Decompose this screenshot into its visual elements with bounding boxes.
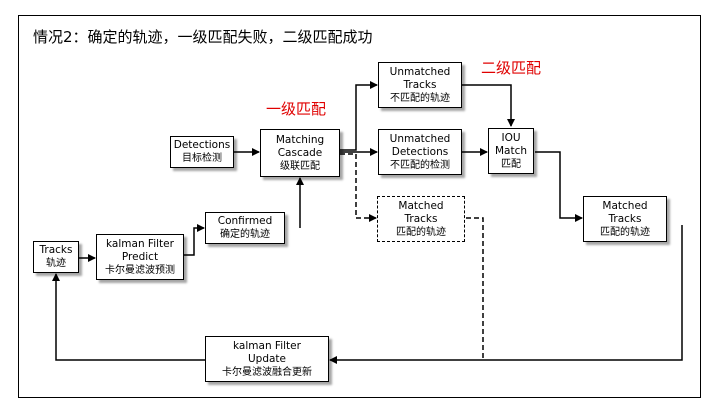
arrow-update-to-tracks bbox=[52, 273, 205, 361]
iou-label-zh: 匹配 bbox=[501, 158, 521, 170]
tracks-box: Tracks 轨迹 bbox=[33, 241, 79, 273]
update-label-zh: 卡尔曼滤波融合更新 bbox=[222, 366, 312, 378]
kalman-predict-box: kalman Filter Predict 卡尔曼滤波预测 bbox=[96, 234, 184, 280]
matched-tracks-label-zh: 匹配的轨迹 bbox=[600, 226, 650, 238]
matching-cascade-box: Matching Cascade 级联匹配 bbox=[260, 129, 340, 177]
second-match-label: 二级匹配 bbox=[481, 59, 542, 77]
unmatched-detections-label-1: Unmatched bbox=[389, 132, 451, 145]
unmatched-detections-box: Unmatched Detections 不匹配的检测 bbox=[378, 129, 462, 175]
iou-label-1: IOU bbox=[501, 131, 521, 144]
unmatched-detections-label-zh: 不匹配的检测 bbox=[390, 159, 450, 171]
matched-tracks-box: Matched Tracks 匹配的轨迹 bbox=[583, 196, 667, 242]
detections-box: Detections 目标检测 bbox=[170, 136, 234, 168]
arrow-predict-to-confirmed bbox=[184, 224, 205, 256]
unmatched-tracks-label-2: Tracks bbox=[403, 78, 437, 91]
matched-tracks-dashed-box: Matched Tracks 匹配的轨迹 bbox=[377, 196, 465, 242]
detections-label-zh: 目标检测 bbox=[182, 153, 222, 164]
line-matched-dashed-down bbox=[466, 217, 484, 358]
matched-dashed-label-1: Matched bbox=[398, 199, 444, 212]
arrow-cascade-to-unmatched-tracks bbox=[340, 81, 378, 151]
confirmed-box: Confirmed 确定的轨迹 bbox=[205, 212, 285, 244]
unmatched-tracks-label-1: Unmatched bbox=[389, 65, 451, 78]
diagram-title: 情况2：确定的轨迹，一级匹配失败，二级匹配成功 bbox=[33, 28, 373, 46]
tracks-label: Tracks bbox=[39, 244, 73, 256]
matched-tracks-label-2: Tracks bbox=[608, 212, 642, 225]
predict-label-zh: 卡尔曼滤波预测 bbox=[105, 264, 175, 276]
first-match-label: 一级匹配 bbox=[266, 100, 327, 118]
unmatched-tracks-box: Unmatched Tracks 不匹配的轨迹 bbox=[378, 62, 462, 108]
kalman-update-box: kalman Filter Update 卡尔曼滤波融合更新 bbox=[205, 336, 329, 382]
matched-tracks-label-1: Matched bbox=[602, 199, 648, 212]
iou-match-box: IOU Match 匹配 bbox=[488, 128, 534, 174]
update-label-1: kalman Filter bbox=[233, 339, 301, 352]
arrow-matched-to-update bbox=[329, 225, 683, 364]
matched-dashed-label-2: Tracks bbox=[404, 212, 438, 225]
unmatched-tracks-label-zh: 不匹配的轨迹 bbox=[390, 92, 450, 104]
cascade-label-1: Matching bbox=[275, 133, 325, 146]
update-label-2: Update bbox=[247, 352, 287, 365]
iou-label-2: Match bbox=[494, 144, 528, 157]
confirmed-label-zh: 确定的轨迹 bbox=[220, 229, 270, 240]
cascade-label-zh: 级联匹配 bbox=[280, 160, 320, 172]
matched-dashed-label-zh: 匹配的轨迹 bbox=[396, 226, 446, 238]
confirmed-label: Confirmed bbox=[217, 215, 273, 227]
cascade-label-2: Cascade bbox=[277, 146, 323, 159]
arrow-cascade-to-matched-dashed bbox=[340, 153, 377, 222]
detections-label: Detections bbox=[173, 139, 231, 151]
tracks-label-zh: 轨迹 bbox=[46, 258, 66, 269]
predict-label-1: kalman Filter bbox=[106, 237, 174, 250]
predict-label-2: Predict bbox=[121, 250, 159, 263]
unmatched-detections-label-2: Detections bbox=[391, 145, 449, 158]
arrow-unmatched-tracks-to-iou bbox=[462, 84, 515, 127]
arrow-iou-to-matched-tracks bbox=[535, 151, 583, 222]
